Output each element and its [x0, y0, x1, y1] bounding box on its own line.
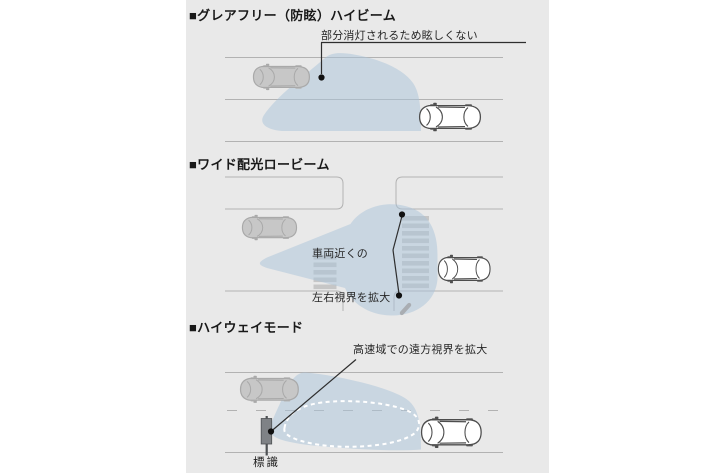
- scene-glare-free-high-beam: [225, 41, 526, 142]
- scene-highway-mode: [225, 359, 503, 456]
- callout-dot: [398, 211, 406, 218]
- oncoming-car-icon: [240, 375, 299, 403]
- own-car-icon: [419, 102, 481, 132]
- own-car-icon: [421, 416, 482, 449]
- pedestrian-icon: [399, 302, 412, 316]
- scene-wide-low-beam: [225, 176, 503, 316]
- annotation-wide-beam-line1: 車両近くの: [312, 248, 368, 260]
- callout-dot: [267, 428, 275, 435]
- callout-dot: [318, 74, 325, 81]
- light-beam: [259, 204, 438, 316]
- section-title-wide-low-beam: ■ワイド配光ロービーム: [189, 157, 330, 172]
- light-beam: [270, 372, 421, 451]
- oncoming-car-icon: [253, 63, 310, 91]
- road-lines: [225, 372, 503, 453]
- annotation-glare-free: 部分消灯されるため眩しくない: [321, 30, 478, 42]
- light-beam: [262, 53, 421, 131]
- callout-glare-free: [318, 41, 526, 81]
- annotation-wide-beam-line2: 左右視界を拡大: [312, 291, 391, 304]
- own-car-icon: [438, 254, 491, 284]
- section-title-highway-mode: ■ハイウェイモード: [189, 320, 304, 335]
- callout-highway-mode: [267, 359, 357, 435]
- sign-label: 標識: [253, 457, 280, 469]
- oncoming-car-icon: [242, 214, 297, 241]
- callout-wide-beam: [392, 211, 406, 299]
- annotation-wide-beam: 車両近くの 左右視界を拡大: [312, 218, 390, 334]
- section-title-glare-free-high-beam: ■グレアフリー（防眩）ハイビーム: [189, 8, 397, 23]
- beam-range-outline: [283, 400, 421, 448]
- annotation-highway-mode: 高速域での遠方視界を拡大: [353, 344, 488, 356]
- callout-dot: [395, 292, 403, 299]
